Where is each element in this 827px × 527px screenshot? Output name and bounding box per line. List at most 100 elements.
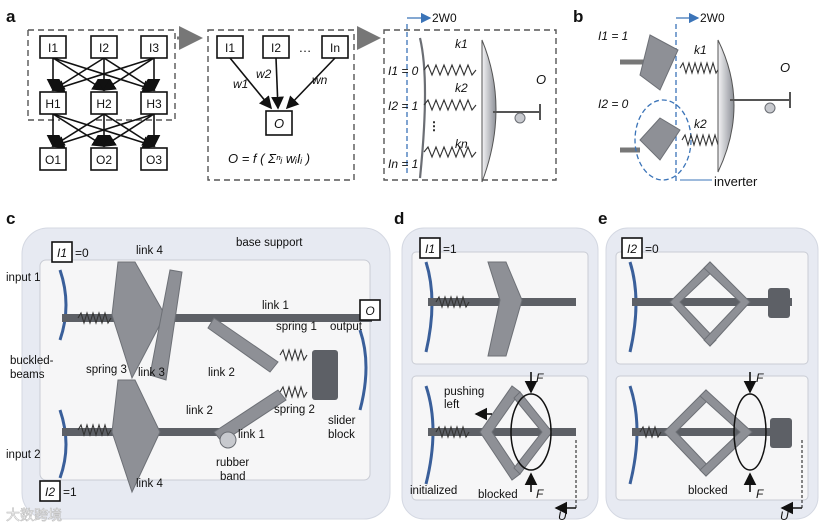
- label-blocked: blocked: [688, 485, 728, 497]
- panel-b-label: b: [573, 7, 583, 26]
- device-d: [411, 251, 589, 501]
- label-base-support: base support: [236, 237, 303, 249]
- spring-label: k1: [455, 37, 468, 51]
- net-input-label: I3: [149, 41, 159, 55]
- perceptron-input-label: I1: [225, 41, 235, 55]
- perceptron-output-node: [265, 110, 293, 136]
- panel-d-label: d: [394, 209, 404, 228]
- link: [513, 391, 553, 475]
- inverter-rhombus: [639, 117, 681, 161]
- link-upper: [639, 34, 679, 91]
- spring-label: k1: [694, 43, 707, 57]
- watermark: 大数跨境: [6, 508, 62, 524]
- panel-e-label: e: [598, 209, 607, 228]
- device-e: [615, 251, 809, 501]
- spring-3: [77, 311, 112, 325]
- mech-input-label: I1 = 0: [388, 64, 419, 78]
- label-link4-top: link 4: [136, 245, 163, 257]
- net-output-node: [140, 147, 168, 171]
- net-hidden-node: [39, 91, 67, 115]
- output-beam: [358, 329, 368, 411]
- net-input-label: I1: [48, 41, 58, 55]
- force-label: F: [756, 371, 764, 385]
- dots: ⋮: [428, 119, 440, 133]
- ellipsis: …: [299, 40, 312, 55]
- network-diagram: I1 I2 I3 H1 H2 H3 O1 O2 O3: [39, 35, 168, 171]
- link-1-top: [207, 317, 279, 373]
- network-edge: [51, 113, 155, 149]
- label-block: block: [328, 429, 355, 441]
- label-spring2: spring 2: [274, 404, 315, 416]
- label-rubber: rubber: [216, 457, 249, 469]
- rubber-band: [219, 431, 237, 449]
- mech-output-label: O: [536, 72, 546, 87]
- force-label: F: [756, 487, 764, 501]
- weight-label: w2: [256, 67, 272, 81]
- spring: [639, 425, 662, 439]
- slider-block: [312, 350, 338, 400]
- label-link4-bottom: link 4: [136, 478, 163, 490]
- panel-a-label: a: [6, 7, 16, 26]
- label-initialized: initialized: [410, 485, 457, 497]
- label-link1-bottom: link 1: [238, 429, 265, 441]
- perceptron-formula: O = f ( Σⁿᵢ wᵢIᵢ ): [228, 151, 310, 166]
- link: [703, 261, 751, 347]
- input-box-label: I2: [45, 485, 55, 499]
- input-value: =1: [63, 485, 77, 499]
- net-input-node: [90, 35, 118, 59]
- disp-label: U: [780, 509, 789, 523]
- link-3: [149, 269, 183, 381]
- input-box-c1: [51, 241, 73, 263]
- net-hidden-node: [90, 91, 118, 115]
- blocked-highlight: [510, 393, 552, 471]
- link-1-bottom: [213, 389, 287, 443]
- spring-1: [279, 348, 308, 362]
- spring-k1: [679, 61, 720, 75]
- disp-label: U: [558, 509, 567, 523]
- device-c: [39, 259, 372, 494]
- network-edge: [102, 113, 155, 147]
- mechanism-a: 2W0 ⋮ I1 = 0 I2 = 1 In = 1 k1 k2 kn O: [388, 11, 546, 183]
- label-blocked: blocked: [478, 489, 518, 501]
- inverter-highlight: [634, 99, 692, 181]
- buckled-beam-2: [58, 409, 68, 479]
- network-edge: [51, 57, 155, 93]
- beam-wall: [418, 37, 427, 179]
- mech-input-label: I2 = 1: [388, 99, 418, 113]
- label-output: output: [330, 321, 363, 333]
- perceptron-input-label: I2: [271, 41, 281, 55]
- spring-kn: [423, 145, 477, 159]
- net-output-label: O3: [146, 153, 162, 167]
- blocked-highlight: [733, 393, 767, 471]
- network-frame: [28, 29, 176, 121]
- force-label: F: [536, 371, 544, 385]
- input-box-label: I1: [57, 246, 67, 260]
- output-shell: [717, 39, 735, 173]
- input-box-e: [621, 237, 643, 259]
- panel-c-label: c: [6, 209, 15, 228]
- output-box-c: [359, 299, 381, 321]
- input-value: =0: [75, 246, 89, 260]
- net-hidden-label: H3: [146, 97, 162, 111]
- net-output-node: [90, 147, 118, 171]
- output-label-b: O: [780, 60, 790, 75]
- spring-k2: [681, 133, 722, 147]
- output-joint: [514, 112, 526, 124]
- input-box-c2: [39, 480, 61, 502]
- displacement-label: 2W0: [700, 11, 725, 25]
- label-link2-a: link 2: [208, 367, 235, 379]
- label-band: band: [220, 471, 246, 483]
- input-box-d: [419, 237, 441, 259]
- mechanism-frame: [383, 29, 557, 181]
- weight-label: w1: [233, 77, 248, 91]
- mech-input-label: In = 1: [388, 157, 418, 171]
- net-input-node: [39, 35, 67, 59]
- label-spring1: spring 1: [276, 321, 317, 333]
- input-box-label: I2: [627, 242, 637, 256]
- output-shell: [481, 39, 497, 183]
- output-box-label: O: [365, 304, 374, 318]
- perceptron-frame: [207, 29, 355, 181]
- spring-k2: [423, 98, 477, 112]
- output-joint: [764, 102, 776, 114]
